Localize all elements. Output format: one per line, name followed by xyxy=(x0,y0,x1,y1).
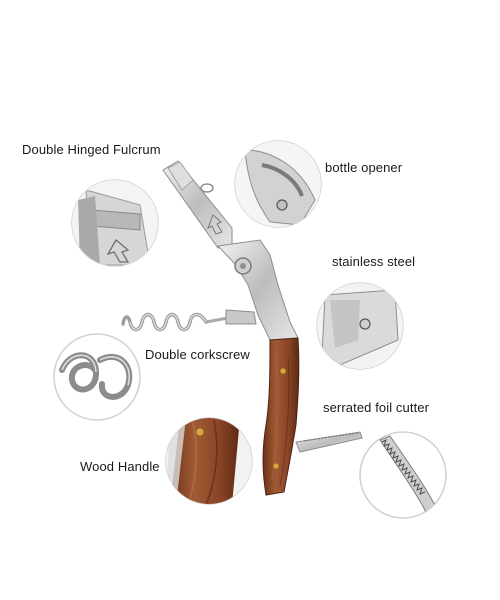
label-stainless-steel: stainless steel xyxy=(332,254,416,269)
label-bottle-opener: bottle opener xyxy=(325,160,403,175)
label-serrated-foil-cutter: serrated foil cutter xyxy=(323,400,430,415)
steel-detail-icon xyxy=(316,282,404,370)
label-double-hinged-fulcrum: Double Hinged Fulcrum xyxy=(22,142,161,157)
corkscrew-icon xyxy=(121,160,363,496)
spiral-detail-icon xyxy=(53,333,141,421)
bottle-opener-detail-icon xyxy=(234,140,322,228)
label-wood-handle: Wood Handle xyxy=(80,459,160,474)
fulcrum-detail-icon xyxy=(71,179,159,267)
wood-detail-icon xyxy=(165,417,253,505)
foil-cutter-detail-icon xyxy=(359,431,447,519)
label-double-corkscrew: Double corkscrew xyxy=(145,347,250,362)
